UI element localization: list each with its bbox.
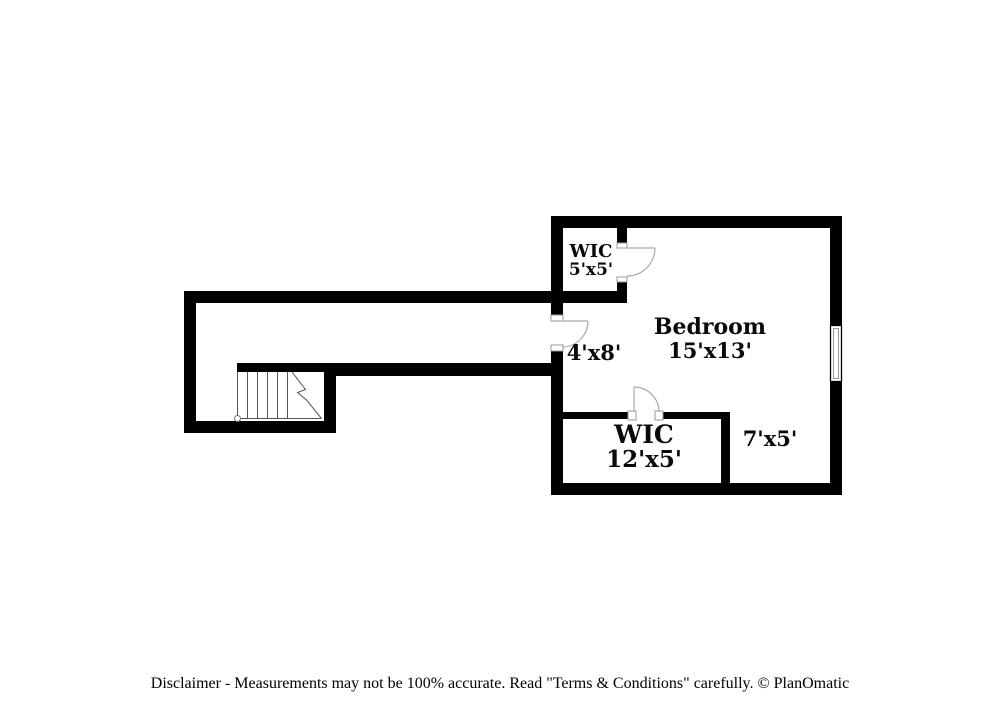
room-dimensions: 5'x5' <box>568 260 614 281</box>
wall-bedroom-top <box>551 216 842 228</box>
room-label-wic12: WIC 12'x5' <box>606 421 682 473</box>
wall-bedroom-bottom <box>551 483 842 495</box>
stair-newel-post <box>234 415 241 422</box>
door-swing-icon <box>561 320 589 348</box>
wall-bedroom-left-upper <box>551 216 563 315</box>
doors <box>561 247 660 413</box>
door-jambs <box>550 242 664 421</box>
wall-wic12-right <box>721 412 730 483</box>
wall-bedroom-left-lower <box>551 351 563 495</box>
room-dimensions: 15'x13' <box>668 337 752 363</box>
wall-corridor-bottom <box>324 363 563 376</box>
wall-stairwell-right <box>324 363 336 433</box>
door-swing-icon <box>633 386 660 413</box>
wall-stairwell-bottom <box>184 421 336 433</box>
door-swing-icon <box>626 247 656 277</box>
room-name: WIC <box>569 241 613 262</box>
wall-wic5-right-a <box>617 228 627 243</box>
window-inner-pane <box>833 328 839 379</box>
door-jamb <box>616 276 628 283</box>
disclaimer-text: Disclaimer - Measurements may not be 100… <box>150 675 850 692</box>
room-name: Bedroom <box>653 314 767 340</box>
door-jamb <box>616 242 628 249</box>
door-jamb <box>627 410 637 421</box>
door-jamb <box>654 410 664 421</box>
door-jamb <box>550 344 564 352</box>
walls <box>184 216 842 495</box>
stair-break-line <box>291 371 322 419</box>
door-arc <box>561 320 589 348</box>
window-icon <box>829 324 843 383</box>
room-name: WIC <box>614 420 674 449</box>
room-label-hall: 4'x8' <box>566 340 622 365</box>
wall-hall-top <box>184 291 627 303</box>
room-dimensions: 7'x5' <box>742 426 798 451</box>
door-jamb <box>550 314 564 322</box>
room-label-wic5: WIC 5'x5' <box>569 242 613 280</box>
room-label-side-area: 7'x5' <box>742 426 798 451</box>
room-label-bedroom: Bedroom 15'x13' <box>653 314 767 363</box>
window-frame <box>829 324 843 383</box>
staircase-icon <box>234 371 322 422</box>
room-dimensions: 12'x5' <box>606 446 682 473</box>
wall-wic5-right-b <box>617 282 627 291</box>
wall-wic12-top-a <box>563 412 628 419</box>
wall-wic12-top-b <box>662 412 730 419</box>
wall-hall-left <box>184 291 196 433</box>
door-arc <box>633 386 660 413</box>
door-arc <box>626 247 656 277</box>
wall-stair-top-bar <box>237 363 325 372</box>
room-dimensions: 4'x8' <box>566 340 622 365</box>
